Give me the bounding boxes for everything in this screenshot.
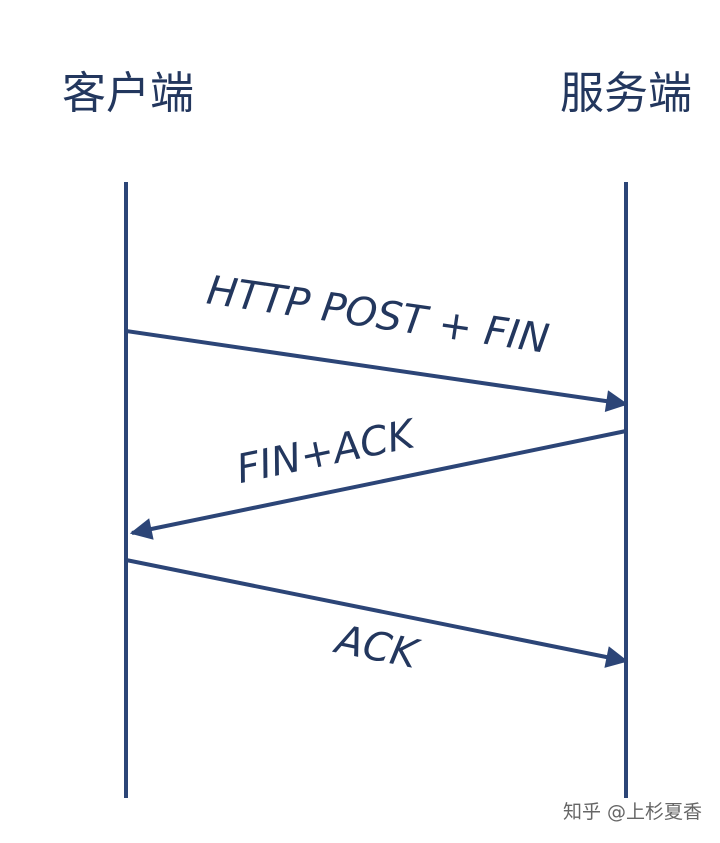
client-label: 客户端 <box>62 68 194 119</box>
watermark: 知乎 @上杉夏香 <box>563 801 702 823</box>
message-arrow-ack <box>125 558 629 668</box>
message-label-ack: ACK <box>329 616 424 678</box>
message-arrow-http-post-fin <box>125 329 629 413</box>
message-arrow-fin-ack <box>129 429 627 540</box>
server-label: 服务端 <box>560 68 692 119</box>
